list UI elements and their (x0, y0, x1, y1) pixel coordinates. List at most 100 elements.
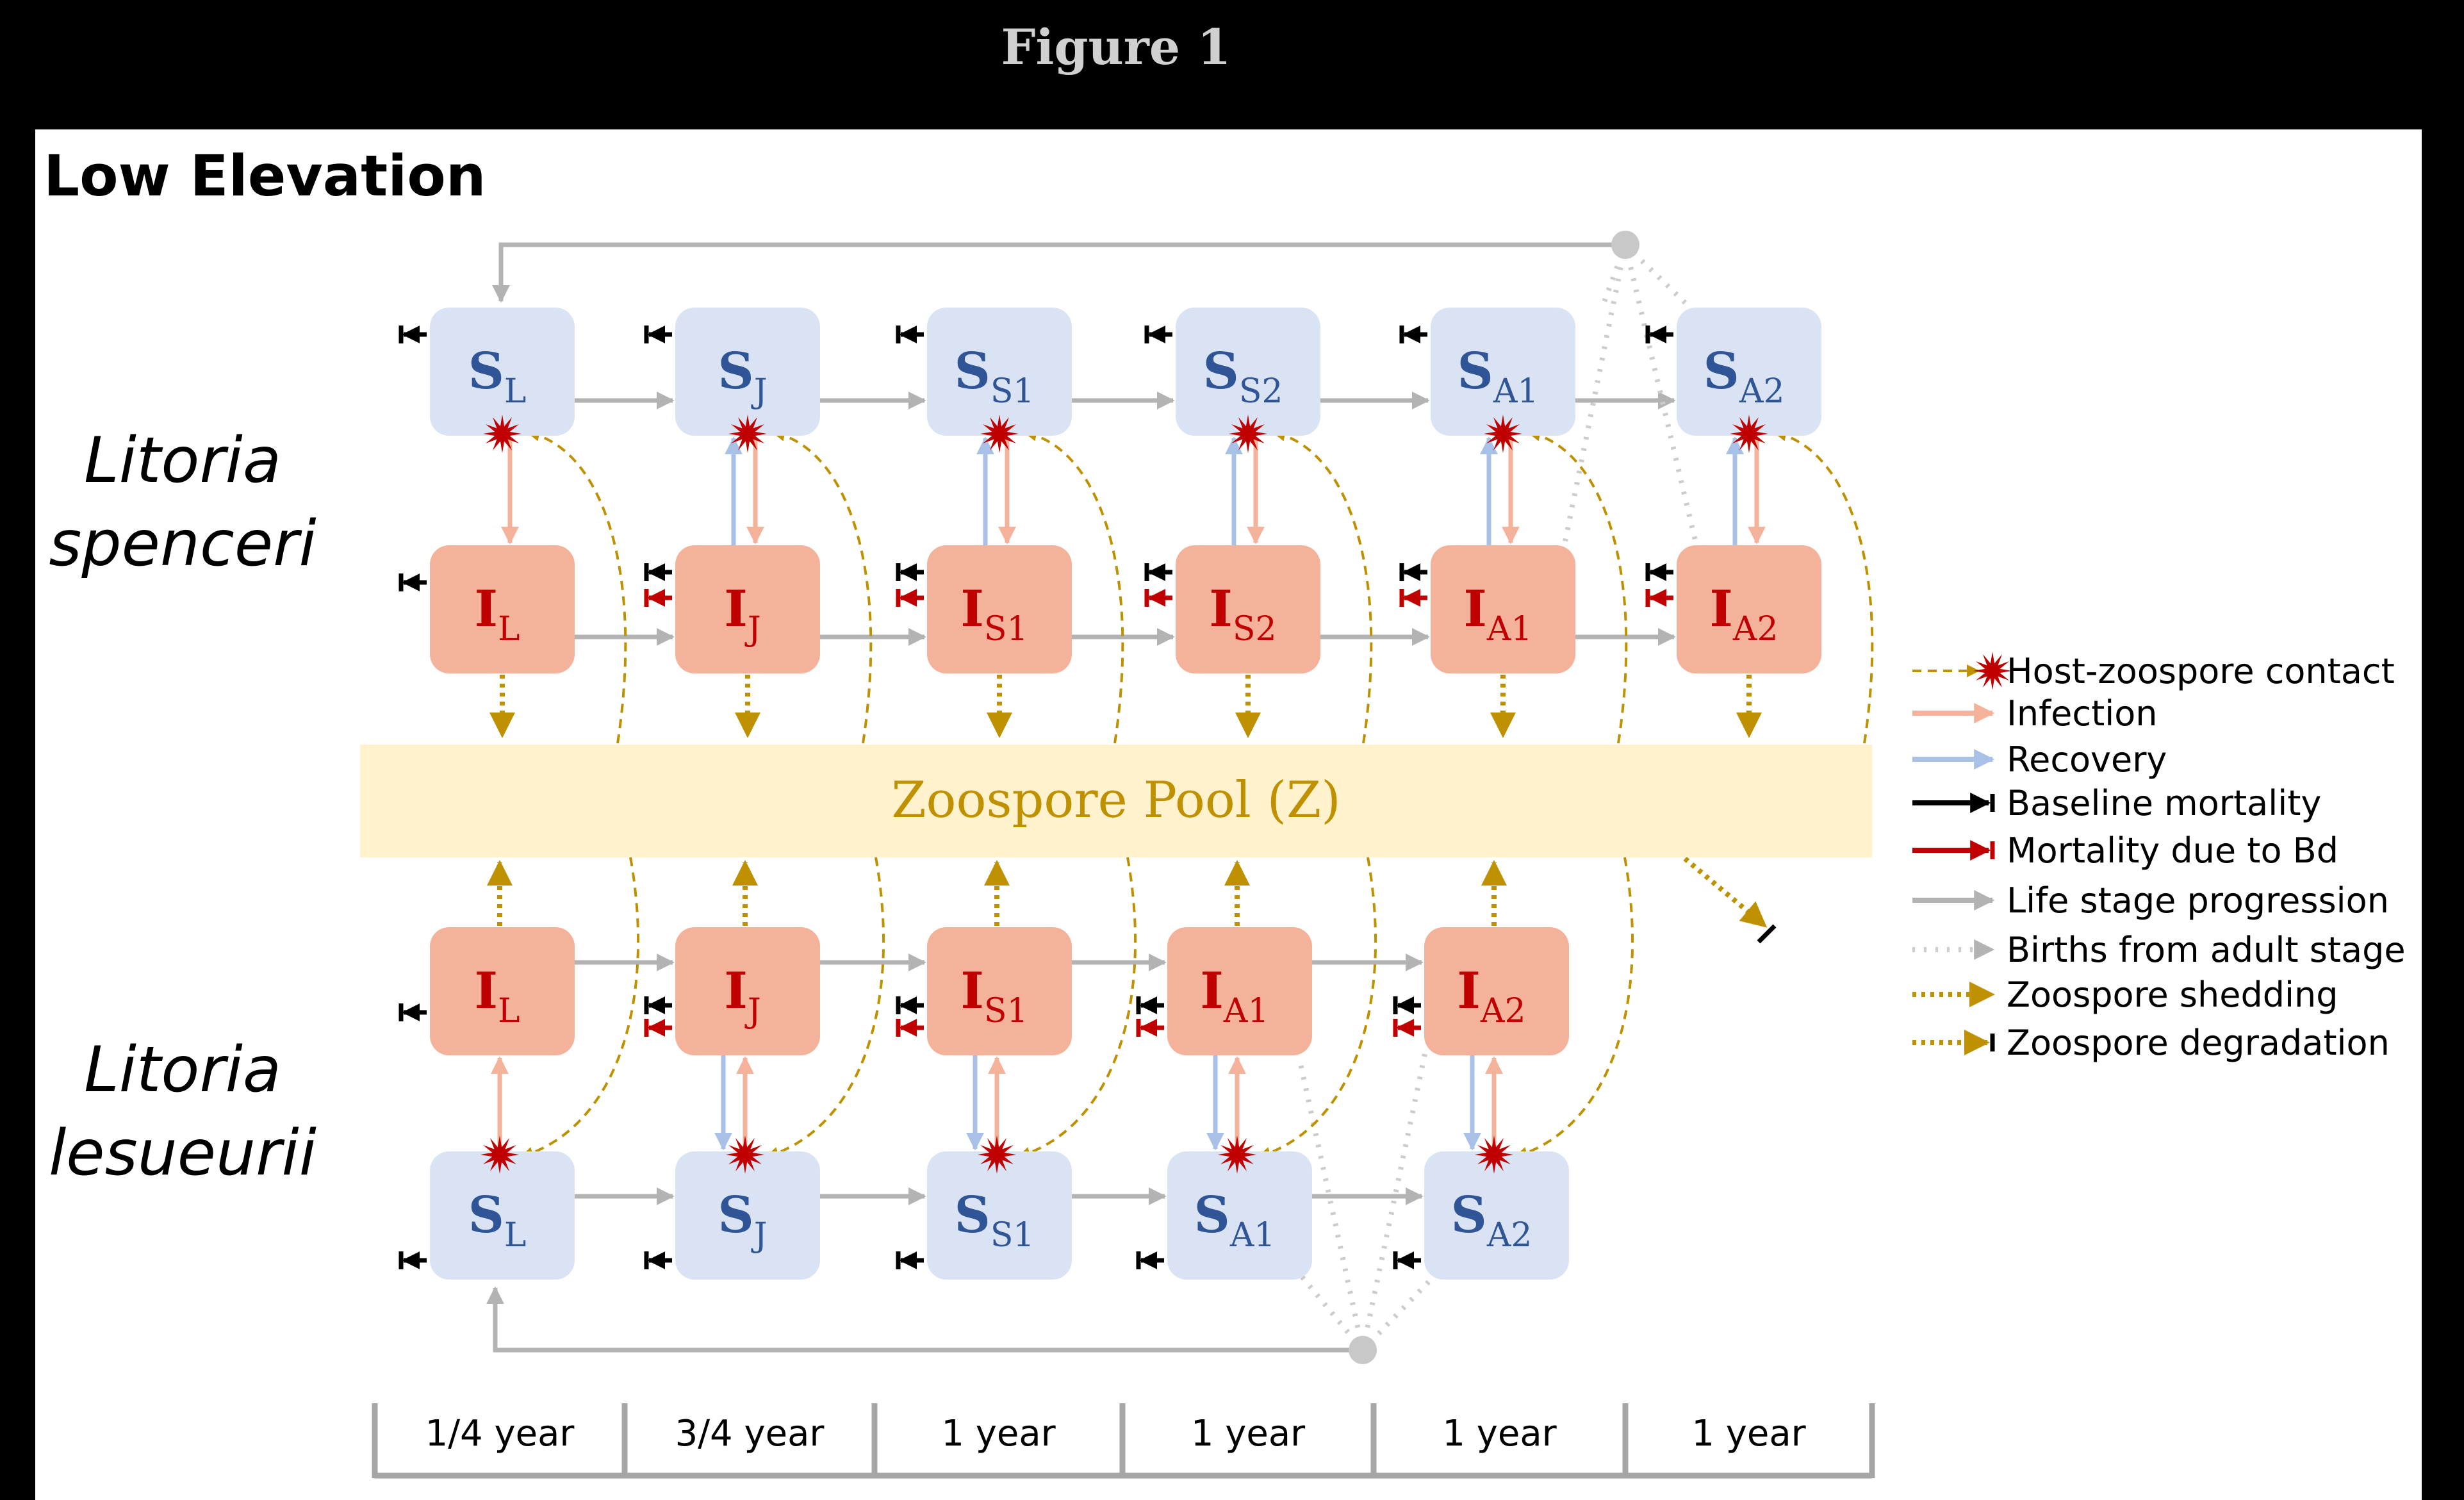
legend-item-shedding: Zoospore shedding (1912, 975, 2338, 1015)
box-lesueurii-i-1: IJ (675, 927, 820, 1055)
box-lesueurii-i-1-letter: I (724, 962, 748, 1020)
box-spenceri-s-5-label: SA2 (1704, 342, 1785, 411)
baseline-mortality-top-s-3 (1144, 326, 1172, 343)
zoospore-degradation-arrow (1683, 856, 1777, 944)
box-spenceri-s-5-letter: S (1704, 342, 1739, 400)
timeline-label-5: 1 year (1691, 1413, 1806, 1455)
box-lesueurii-i-4-letter: I (1457, 962, 1481, 1020)
births-bottom-2 (1298, 1273, 1365, 1352)
box-spenceri-s-3: SS2 (1176, 308, 1320, 436)
baseline-mortality-bot-i-2 (896, 996, 924, 1014)
legend: Host-zoospore contactInfectionRecoveryBa… (1912, 651, 2406, 1063)
baseline-mortality-top-s-1 (644, 326, 672, 343)
baseline-mortality-bot-i-4 (1393, 996, 1421, 1014)
timeline-label-1: 3/4 year (675, 1413, 825, 1455)
baseline-mortality-top-i-5 (1645, 563, 1673, 581)
baseline-mortality-bot-s-0 (398, 1251, 427, 1269)
timeline-label-3: 1 year (1191, 1413, 1306, 1455)
legend-label-infection: Infection (2007, 693, 2158, 734)
bd-mortality-bot-i-3 (1136, 1019, 1164, 1037)
species-lesueurii-genus: Litoria (84, 1034, 281, 1107)
box-spenceri-s-3-subscript: S2 (1239, 372, 1283, 411)
legend-item-births: Births from adult stage (1912, 930, 2406, 970)
box-spenceri-i-1-subscript: J (744, 610, 761, 648)
figure-title: Figure 1 (1001, 19, 1231, 76)
box-spenceri-i-0-label: IL (474, 580, 520, 648)
contact-markers (480, 415, 1768, 1174)
legend-label-degradation: Zoospore degradation (2007, 1023, 2390, 1063)
baseline-mortality-bot-s-3 (1136, 1251, 1164, 1269)
legend-item-infection: Infection (1912, 693, 2158, 734)
box-lesueurii-i-2-label: IS1 (960, 962, 1028, 1030)
box-spenceri-s-1: SJ (675, 308, 820, 436)
baseline-mortality-bot-s-4 (1393, 1251, 1421, 1269)
contact-star-top-2 (980, 415, 1019, 453)
bd-mortality-top-i-3 (1144, 589, 1172, 607)
bd-mortality-bot-i-2 (896, 1019, 924, 1037)
baseline-mortality-bot-s-2 (896, 1251, 924, 1269)
box-lesueurii-s-2-subscript: S1 (990, 1216, 1035, 1255)
box-spenceri-s-2-label: SS1 (954, 342, 1034, 411)
births-return-top (492, 242, 1625, 303)
contact-star-top-0 (483, 415, 522, 453)
box-lesueurii-s-0-subscript: L (504, 1216, 527, 1255)
box-spenceri-s-4: SA1 (1431, 308, 1575, 436)
box-spenceri-i-4: IA1 (1431, 545, 1575, 673)
box-spenceri-s-2-subscript: S1 (990, 372, 1035, 411)
box-lesueurii-s-1-letter: S (718, 1186, 753, 1244)
box-lesueurii-s-3-subscript: A1 (1229, 1216, 1276, 1255)
box-lesueurii-s-2-letter: S (954, 1186, 990, 1244)
box-lesueurii-s-4-subscript: A2 (1486, 1216, 1532, 1255)
box-lesueurii-s-2-label: SS1 (954, 1186, 1034, 1255)
box-spenceri-s-5: SA2 (1677, 308, 1821, 436)
contact-top-0 (527, 428, 627, 744)
legend-label-recovery: Recovery (2007, 739, 2167, 780)
box-lesueurii-s-3: SA1 (1167, 1151, 1312, 1280)
baseline-mortality-top-i-1 (644, 563, 672, 581)
contact-top-4 (1527, 428, 1628, 744)
box-spenceri-i-5-letter: I (1709, 580, 1733, 638)
contact-top-5 (1773, 428, 1874, 744)
bd-mortality-top-i-2 (896, 589, 924, 607)
baseline-mortality-top-s-0 (398, 326, 427, 343)
box-spenceri-i-4-label: IA1 (1463, 580, 1532, 648)
box-spenceri-s-2: SS1 (927, 308, 1072, 436)
box-lesueurii-i-3-letter: I (1200, 962, 1224, 1020)
box-spenceri-s-3-label: SS2 (1203, 342, 1283, 411)
box-lesueurii-s-0-label: SL (468, 1186, 527, 1255)
species-lesueurii-epithet: lesueurii (49, 1117, 316, 1190)
box-spenceri-i-1-letter: I (724, 580, 748, 638)
legend-label-contact: Host-zoospore contact (2007, 651, 2395, 691)
contact-star-bottom-0 (480, 1135, 519, 1174)
box-spenceri-i-5: IA2 (1677, 545, 1821, 673)
legend-label-baseline: Baseline mortality (2007, 783, 2321, 823)
births-node-top (1611, 231, 1639, 259)
box-lesueurii-i-2: IS1 (927, 927, 1072, 1055)
baseline-mortality-bot-s-1 (644, 1251, 672, 1269)
box-spenceri-i-2-subscript: S1 (984, 610, 1028, 648)
contact-star-bottom-1 (726, 1135, 764, 1174)
panel-title: Low Elevation (44, 143, 486, 209)
box-spenceri-s-4-letter: S (1458, 342, 1493, 400)
box-lesueurii-s-0-letter: S (468, 1186, 504, 1244)
box-spenceri-i-4-letter: I (1463, 580, 1487, 638)
box-lesueurii-s-0: SL (430, 1151, 575, 1280)
box-lesueurii-i-4: IA2 (1424, 927, 1569, 1055)
box-lesueurii-s-2: SS1 (927, 1151, 1072, 1280)
box-spenceri-s-5-subscript: A2 (1739, 372, 1785, 411)
contact-top-3 (1272, 428, 1373, 744)
box-spenceri-i-2-label: IS1 (960, 580, 1028, 648)
contact-top-2 (1024, 428, 1124, 744)
box-spenceri-i-1: IJ (675, 545, 820, 673)
contact-star-top-3 (1229, 415, 1267, 453)
zoospore-pool-box (360, 745, 1872, 857)
box-lesueurii-i-1-subscript: J (744, 992, 761, 1030)
box-spenceri-s-0: SL (430, 308, 575, 436)
box-spenceri-s-0-letter: S (468, 342, 504, 400)
box-lesueurii-i-2-subscript: S1 (984, 992, 1028, 1030)
box-lesueurii-i-0-subscript: L (498, 992, 520, 1030)
box-spenceri-i-3-letter: I (1209, 580, 1233, 638)
legend-item-recovery: Recovery (1912, 739, 2167, 780)
